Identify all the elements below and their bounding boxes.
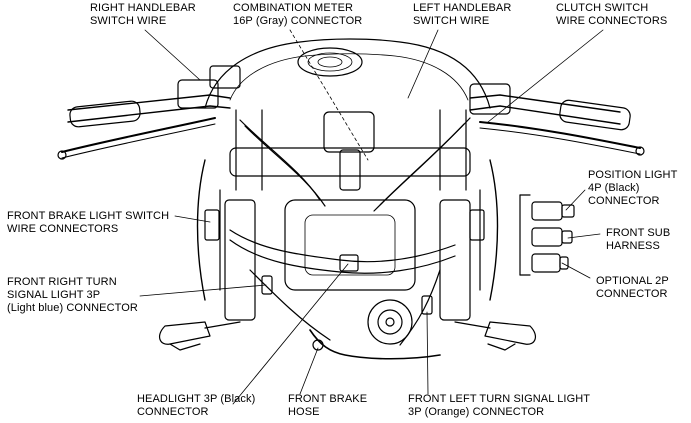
right-fork-leg — [439, 199, 471, 321]
right-grip — [69, 100, 141, 128]
label-combination-meter: COMBINATION METER 16P (Gray) CONNECTOR — [233, 2, 363, 27]
front-brake-hose-line — [309, 329, 441, 360]
position-light-connector — [531, 201, 563, 221]
front-brake-lever — [61, 117, 216, 153]
label-left-handlebar-switch-wire: LEFT HANDLEBAR SWITCH WIRE — [413, 2, 512, 27]
front-left-turn-connector — [421, 295, 433, 315]
front-right-turn-signal — [158, 321, 211, 345]
front-left-turn-signal — [484, 321, 537, 345]
top-bridge — [229, 147, 471, 177]
label-optional-2p-connector: OPTIONAL 2P CONNECTOR — [596, 275, 669, 300]
fuel-cap — [297, 47, 363, 77]
left-fork-leg — [224, 199, 256, 321]
fuel-tank-inner — [229, 53, 469, 101]
label-front-left-turn-signal: FRONT LEFT TURN SIGNAL LIGHT 3P (Orange)… — [408, 393, 591, 418]
frame-left — [196, 159, 206, 301]
label-position-light-connector: POSITION LIGHT 4P (Black) CONNECTOR — [588, 169, 678, 207]
leader-lines — [139, 29, 604, 405]
label-front-right-turn-signal: FRONT RIGHT TURN SIGNAL LIGHT 3P (Light … — [7, 276, 138, 314]
label-right-handlebar-switch-wire: RIGHT HANDLEBAR SWITCH WIRE — [90, 2, 196, 27]
frame-right — [489, 159, 499, 301]
horn — [367, 299, 413, 345]
fuel-tank — [204, 38, 491, 109]
label-front-brake-light-switch: FRONT BRAKE LIGHT SWITCH WIRE CONNECTORS — [7, 210, 170, 235]
label-clutch-switch-wire-connectors: CLUTCH SWITCH WIRE CONNECTORS — [556, 2, 668, 27]
label-front-brake-hose: FRONT BRAKE HOSE — [288, 393, 368, 418]
right-switch-housing — [177, 79, 219, 109]
label-front-sub-harness: FRONT SUB HARNESS — [606, 227, 671, 252]
label-headlight-3p-connector: HEADLIGHT 3P (Black) CONNECTOR — [137, 393, 256, 418]
left-switch-housing — [469, 83, 511, 115]
front-sub-harness-connector — [531, 227, 563, 247]
headlight-bracket — [284, 199, 416, 291]
headlight-connector — [339, 254, 359, 272]
right-handlebar — [67, 94, 231, 111]
left-handlebar — [469, 94, 621, 113]
clutch-lever — [479, 121, 641, 149]
left-connector-block — [204, 209, 220, 241]
left-grip — [559, 99, 631, 131]
optional-2p-connector — [531, 253, 561, 273]
